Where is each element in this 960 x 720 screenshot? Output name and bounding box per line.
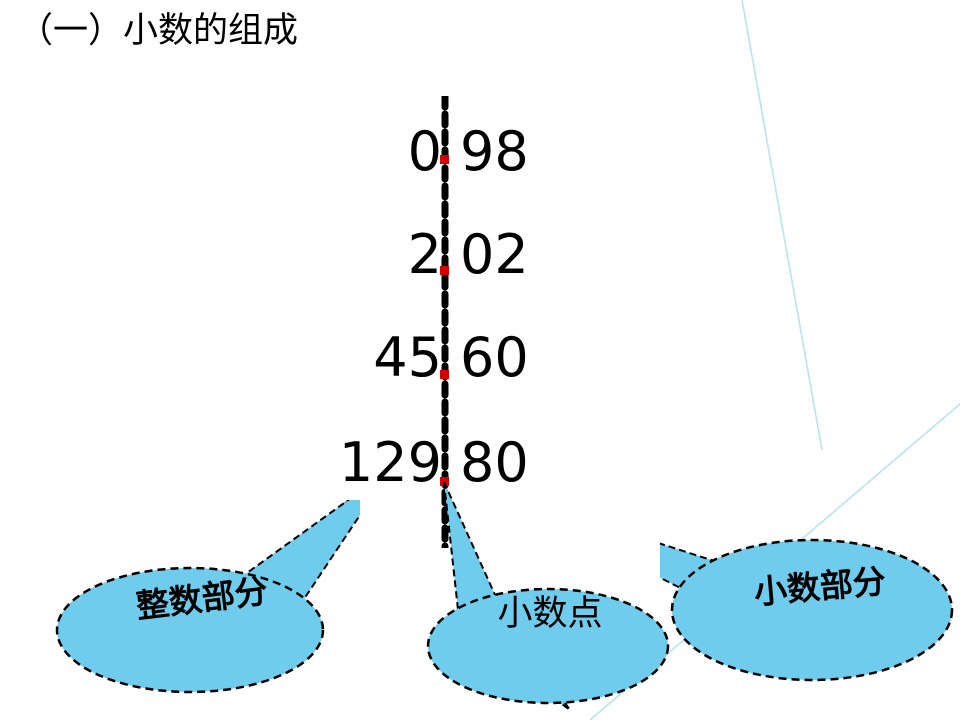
number-row: 129 80	[250, 432, 710, 494]
callout-decimal-point[interactable]: 小数点	[420, 478, 680, 711]
decimal-point-marker	[440, 370, 449, 379]
callout-label: 小数点	[497, 594, 603, 634]
number-row: 45 60	[250, 327, 710, 389]
decimal-point-marker	[440, 266, 449, 275]
integer-part-value: 2	[407, 223, 442, 286]
integer-part-value: 0	[407, 120, 442, 183]
callout-bubble	[55, 566, 325, 694]
decimal-part-value: 60	[460, 326, 529, 389]
decimal-part-value: 80	[460, 431, 529, 494]
callout-bubble	[670, 538, 954, 682]
number-row: 2 02	[250, 224, 710, 286]
decimal-part-value: 02	[460, 223, 529, 286]
callout-tail-shape	[443, 481, 571, 711]
integer-part-value: 45	[373, 326, 442, 389]
decimal-point-marker	[440, 155, 449, 164]
decimal-point-marker	[440, 477, 449, 486]
page-title: （一）小数的组成	[18, 11, 299, 51]
callout-decimal-part[interactable]: 小数部分	[479, 470, 960, 720]
number-row: 0 98	[250, 121, 710, 183]
integer-part-value: 129	[338, 431, 442, 494]
callout-integer-part[interactable]: 整数部分	[40, 469, 391, 710]
decimal-point-separator-line	[441, 96, 449, 548]
callout-bubble	[426, 587, 670, 705]
background-line-1	[741, 0, 823, 451]
decimal-part-value: 98	[460, 120, 529, 183]
